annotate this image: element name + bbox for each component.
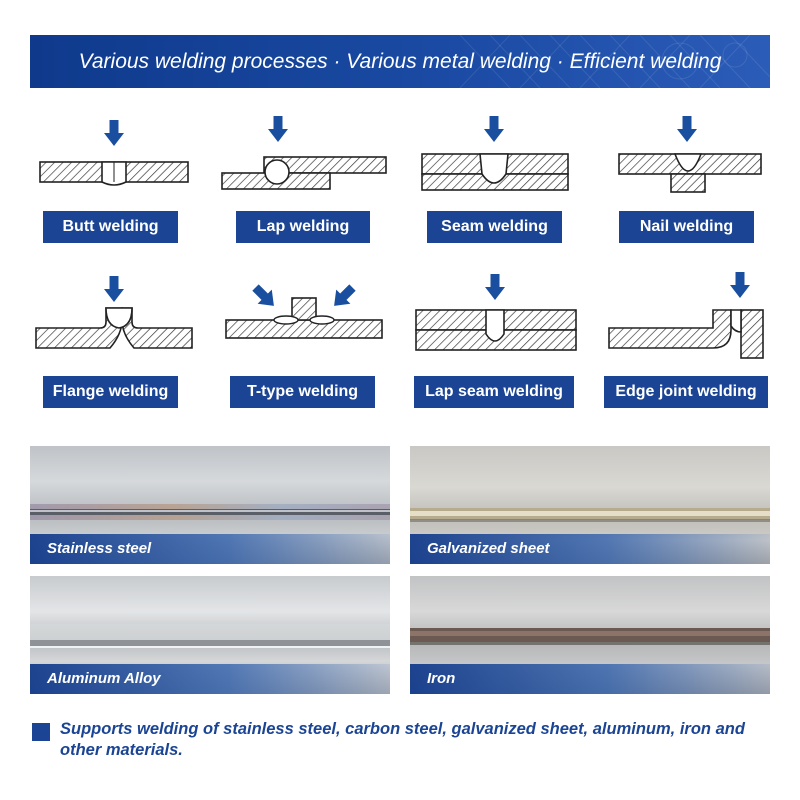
label-edge-joint-welding: Edge joint welding — [604, 376, 768, 408]
label-lap-welding: Lap welding — [236, 211, 370, 243]
label-seam-welding: Seam welding — [427, 211, 562, 243]
photo-galvanized-sheet: Galvanized sheet — [410, 446, 770, 564]
label-butt-welding: Butt welding — [43, 211, 178, 243]
caption-stainless-steel: Stainless steel — [30, 534, 390, 564]
banner-pattern — [459, 35, 770, 88]
diagram-butt-welding — [30, 110, 222, 250]
banner-title: Various welding processes · Various meta… — [78, 50, 722, 73]
weld-seam-aluminum — [30, 624, 390, 648]
caption-galvanized-sheet: Galvanized sheet — [410, 534, 770, 564]
label-lap-seam-welding: Lap seam welding — [414, 376, 574, 408]
footer-text: Supports welding of stainless steel, car… — [60, 720, 745, 759]
photo-stainless-steel: Stainless steel — [30, 446, 390, 564]
diagram-edge-joint-welding — [605, 270, 797, 370]
caption-aluminum-alloy: Aluminum Alloy — [30, 664, 390, 694]
weld-seam-stainless — [30, 504, 390, 520]
label-flange-welding: Flange welding — [43, 376, 178, 408]
footer-bullet-square — [32, 723, 50, 741]
caption-iron: Iron — [410, 664, 770, 694]
weld-seam-galvanized — [410, 508, 770, 522]
diagram-t-type-welding — [220, 270, 412, 370]
photo-aluminum-alloy: Aluminum Alloy — [30, 576, 390, 694]
header-banner: Various welding processes · Various meta… — [30, 35, 770, 88]
diagram-seam-welding — [412, 110, 604, 250]
label-nail-welding: Nail welding — [619, 211, 754, 243]
weld-seam-iron — [410, 628, 770, 645]
diagram-lap-welding — [220, 110, 412, 250]
diagram-flange-welding — [30, 270, 222, 370]
diagram-lap-seam-welding — [412, 270, 604, 370]
photo-iron: Iron — [410, 576, 770, 694]
diagram-nail-welding — [605, 110, 797, 250]
label-t-type-welding: T-type welding — [230, 376, 375, 408]
